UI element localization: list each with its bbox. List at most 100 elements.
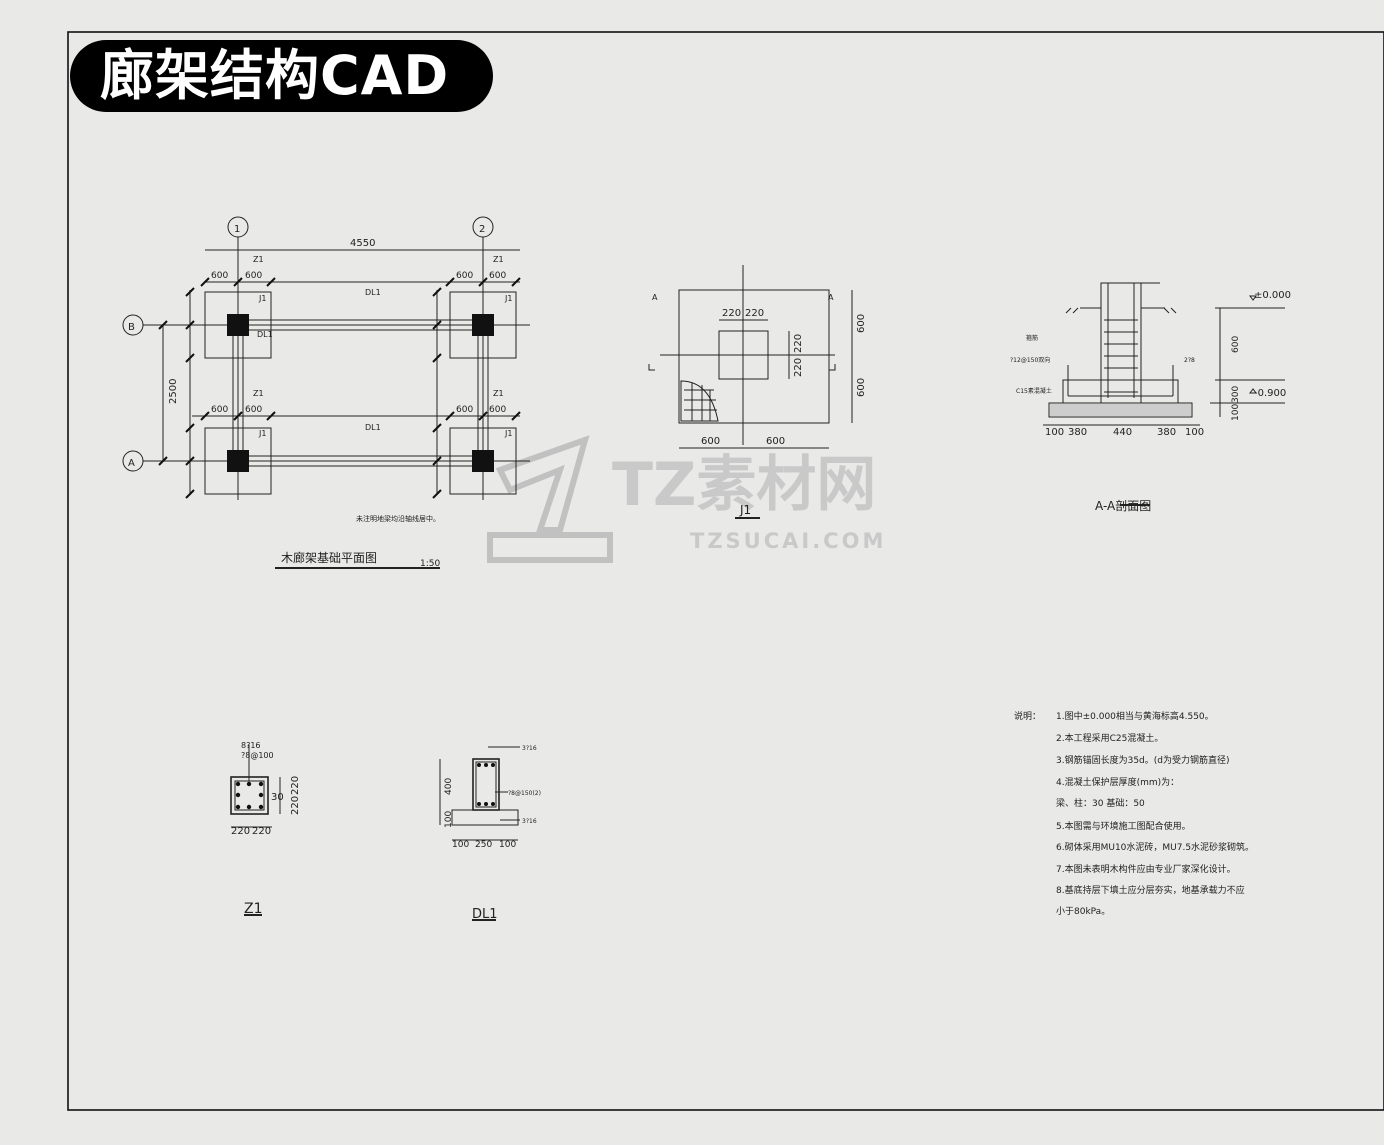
title-badge: 廊架结构CAD <box>70 40 493 112</box>
sec-right-label: 2?8 <box>1184 357 1195 364</box>
sec-mesh-label: ?12@150双向 <box>1010 356 1050 364</box>
axis-1-label: 1 <box>234 224 240 235</box>
dl1-dim-250: 250 <box>475 840 492 850</box>
level-bot: -0.900 <box>1254 388 1286 399</box>
j1-dim-600-bot: 600 <box>856 378 867 397</box>
watermark-logo <box>487 435 613 563</box>
j1-dim-220d: 220 <box>793 358 804 377</box>
j1-tag-4: J1 <box>504 429 512 438</box>
z1-dim-220-b: 220 <box>252 826 271 837</box>
j1-dim-220b: 220 <box>745 308 764 319</box>
z1-dim-220-d: 220 <box>290 796 301 815</box>
dl1-label: DL1 <box>472 907 498 922</box>
dl1-tag-2: DL1 <box>365 423 381 432</box>
dl1-dim-400: 400 <box>444 778 454 795</box>
sec-dim-100: 100 <box>1231 404 1241 421</box>
plan-title: 木廊架基础平面图 <box>281 550 377 565</box>
dl1-mid: ?8@150(2) <box>508 790 541 797</box>
z1-tag-4: Z1 <box>493 389 504 398</box>
dl1-top: 3?16 <box>522 745 537 752</box>
z1-tag-1: Z1 <box>253 255 264 264</box>
axis-2-label: 2 <box>479 224 485 235</box>
dim-600-8: 600 <box>489 405 506 415</box>
plan-note: 未注明地梁均沿轴线居中。 <box>356 514 440 523</box>
note-5: 5.本图需与环境施工图配合使用。 <box>1056 820 1191 832</box>
z1-rebar-main: 8?16 <box>241 741 261 750</box>
j1-dim-220c: 220 <box>793 334 804 353</box>
level-top: ±0.000 <box>1254 290 1291 301</box>
dl1-rebars <box>477 763 495 806</box>
j1-cut-left: A <box>652 293 658 302</box>
plan-ticks <box>158 277 521 499</box>
span-x-label: 4550 <box>350 238 375 249</box>
watermark-site: TZSUCAI.COM <box>690 529 886 553</box>
note-8: 8.基底持层下填土应分层夯实，地基承载力不应 <box>1056 884 1245 896</box>
z1-dim-220-a: 220 <box>231 826 250 837</box>
z1-label: Z1 <box>244 901 263 917</box>
aa-section-fill <box>1050 404 1191 416</box>
dl1-bot: 3?16 <box>522 818 537 825</box>
dl1-dim-100-v: 100 <box>444 811 454 828</box>
j1-tag-3: J1 <box>258 429 266 438</box>
watermark-brand: TZ素材网 <box>612 450 876 520</box>
span-y-label: 2500 <box>168 379 179 404</box>
z1-tag-3: Z1 <box>253 389 264 398</box>
sec-bottom-dim-3: 440 <box>1113 427 1132 438</box>
dl1-dim-100-r: 100 <box>499 840 516 850</box>
sec-rebar-label: 箍筋 <box>1026 334 1038 342</box>
dim-600-6: 600 <box>245 405 262 415</box>
plan-scale: 1:50 <box>420 559 440 569</box>
j1-tag-1: J1 <box>258 294 266 303</box>
j1-detail <box>648 265 853 519</box>
note-1: 1.图中±0.000相当与黄海标高4.550。 <box>1056 710 1214 722</box>
aa-section <box>1043 282 1285 506</box>
dl1-tag-1: DL1 <box>365 288 381 297</box>
z1-tag-2: Z1 <box>493 255 504 264</box>
dim-600-3: 600 <box>456 271 473 281</box>
notes-heading: 说明： <box>1014 710 1041 722</box>
note-3: 3.钢筋锚固长度为35d。(d为受力钢筋直径) <box>1056 754 1230 766</box>
axis-b-label: B <box>128 322 135 333</box>
j1-dim-600-left: 600 <box>701 436 720 447</box>
dim-600-7: 600 <box>456 405 473 415</box>
dim-600-5: 600 <box>211 405 228 415</box>
note-4b: 梁、柱：30 基础：50 <box>1056 797 1145 809</box>
sec-bottom-dim-2: 380 <box>1068 427 1087 438</box>
z1-rebar-stirrup: ?8@100 <box>241 751 274 760</box>
sec-bottom-dim-5: 100 <box>1185 427 1204 438</box>
z1-dim-30: 30 <box>271 792 284 803</box>
sec-bottom-dim-1: 100 <box>1045 427 1064 438</box>
note-6: 6.砌体采用MU10水泥砖，MU7.5水泥砂浆砌筑。 <box>1056 841 1254 853</box>
notes: 说明： 1.图中±0.000相当与黄海标高4.550。 2.本工程采用C25混凝… <box>1014 710 1254 917</box>
dim-600-4: 600 <box>489 271 506 281</box>
j1-cut-right: A <box>828 293 834 302</box>
dl1-detail <box>439 746 520 921</box>
plan-columns <box>227 314 494 472</box>
j1-tag-2: J1 <box>504 294 512 303</box>
sec-bottom-dim-4: 380 <box>1157 427 1176 438</box>
z1-detail <box>230 745 281 916</box>
section-title: A-A剖面图 <box>1095 499 1151 513</box>
axis-a-label: A <box>128 458 135 469</box>
dl1-dim-100-l: 100 <box>452 840 469 850</box>
note-2: 2.本工程采用C25混凝土。 <box>1056 732 1163 744</box>
note-8b: 小于80kPa。 <box>1056 906 1110 917</box>
dim-600-1: 600 <box>211 271 228 281</box>
page-title: 廊架结构CAD <box>100 44 450 107</box>
sec-conc-label: C15素混凝土 <box>1016 387 1052 395</box>
note-7: 7.本图未表明木构件应由专业厂家深化设计。 <box>1056 863 1236 875</box>
z1-dim-220-c: 220 <box>290 776 301 795</box>
j1-label: J1 <box>739 503 751 517</box>
j1-dim-600-top: 600 <box>856 314 867 333</box>
dim-600-2: 600 <box>245 271 262 281</box>
j1-dim-220a: 220 <box>722 308 741 319</box>
j1-dim-600-right: 600 <box>766 436 785 447</box>
foundation-plan <box>122 216 530 569</box>
z1-rebars <box>235 781 264 810</box>
dl1-tag-3: DL1 <box>257 330 273 339</box>
drawing-frame <box>67 31 1384 1111</box>
note-4: 4.混凝土保护层厚度(mm)为： <box>1056 776 1179 788</box>
sec-dim-300: 300 <box>1231 386 1241 403</box>
